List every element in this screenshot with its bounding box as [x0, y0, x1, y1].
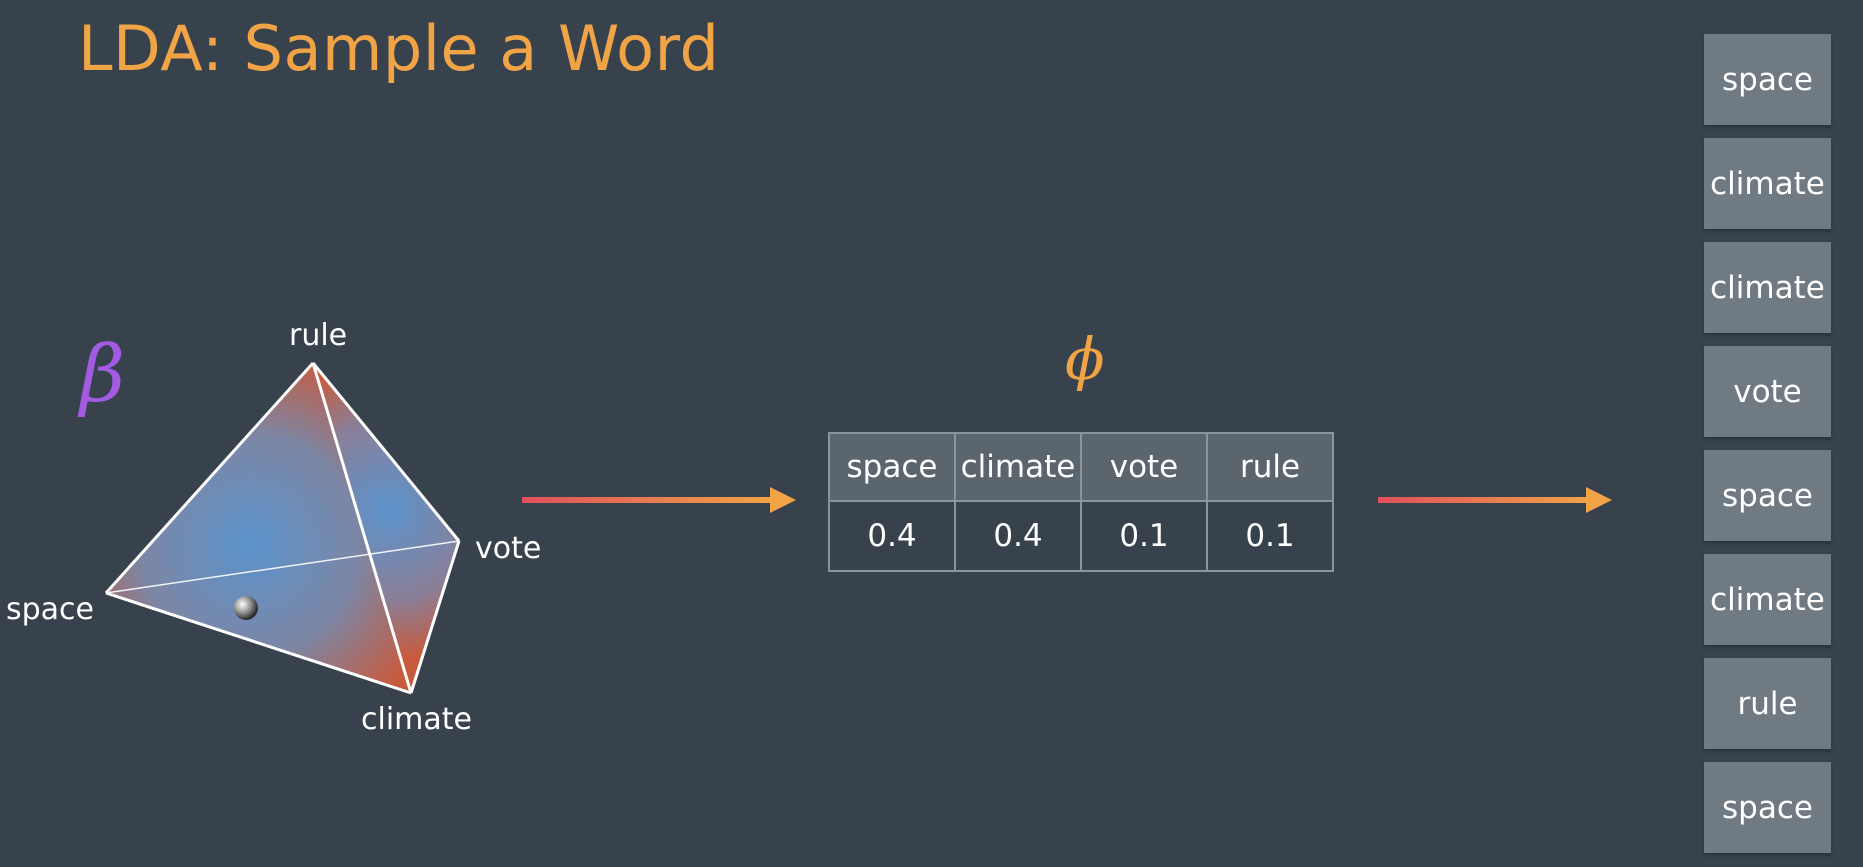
table-header-cell: space	[828, 432, 956, 502]
sampled-word: climate	[1704, 138, 1831, 229]
sampled-words-list: space climate climate vote space climate…	[1704, 34, 1831, 853]
table-value-cell: 0.1	[1080, 500, 1208, 572]
sampled-word: space	[1704, 34, 1831, 125]
table-value-cell: 0.4	[828, 500, 956, 572]
table-value-cell: 0.4	[954, 500, 1082, 572]
sampled-word: climate	[1704, 242, 1831, 333]
arrow-to-distribution	[522, 487, 796, 513]
simplex-edges	[104, 361, 461, 695]
simplex-face-right	[313, 363, 459, 693]
table-value-cell: 0.1	[1206, 500, 1334, 572]
vertex-label-vote: vote	[475, 531, 542, 566]
phi-symbol: ϕ	[1065, 325, 1105, 393]
dirichlet-simplex	[104, 361, 461, 695]
sampled-word: space	[1704, 450, 1831, 541]
table-header-cell: vote	[1080, 432, 1208, 502]
simplex-face-left	[106, 363, 411, 693]
word-distribution-table: space climate vote rule 0.4 0.4 0.1 0.1	[828, 432, 1334, 572]
sample-point	[234, 596, 258, 620]
sampled-word: space	[1704, 762, 1831, 853]
sampled-word: climate	[1704, 554, 1831, 645]
vertex-label-space: space	[6, 592, 95, 627]
vertex-label-climate: climate	[361, 702, 472, 737]
table-header-cell: rule	[1206, 432, 1334, 502]
page-title: LDA: Sample a Word	[78, 12, 720, 85]
beta-symbol: β	[80, 330, 126, 420]
table-header-cell: climate	[954, 432, 1082, 502]
table-header-row: space climate vote rule	[828, 432, 1334, 502]
sampled-word: vote	[1704, 346, 1831, 437]
vertex-label-rule: rule	[289, 318, 348, 353]
arrow-to-samples	[1378, 487, 1612, 513]
sampled-word: rule	[1704, 658, 1831, 749]
table-value-row: 0.4 0.4 0.1 0.1	[828, 500, 1334, 572]
simplex-hidden-edge	[105, 540, 460, 594]
